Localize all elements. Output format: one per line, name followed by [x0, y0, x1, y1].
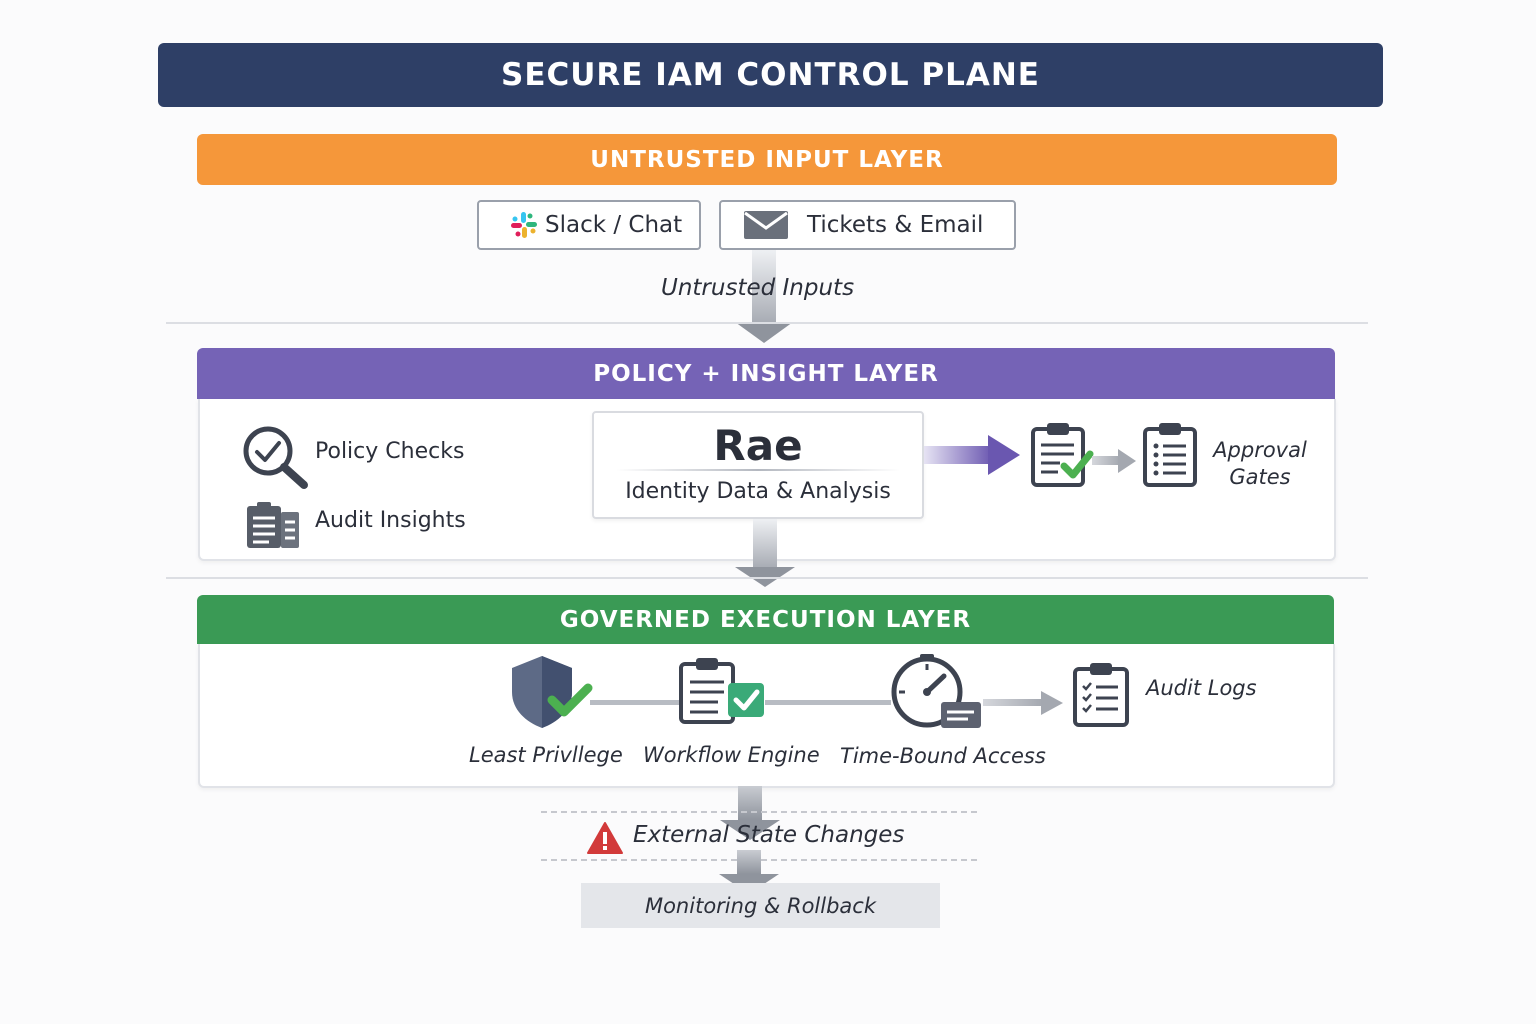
clipboard-list-icon: [1143, 423, 1197, 487]
audit-insights-label: Audit Insights: [315, 508, 466, 533]
checklist-icon: [1073, 663, 1129, 727]
time-bound-access-label: Time-Bound Access: [840, 744, 1046, 768]
rae-subtitle: Identity Data & Analysis: [625, 479, 891, 504]
rae-engine-card: Rae Identity Data & Analysis: [592, 411, 924, 519]
envelope-icon: [743, 210, 789, 240]
rae-divider: [616, 469, 900, 471]
approval-gates-line1: Approval: [1213, 438, 1307, 462]
clipboard-check-icon: [1031, 423, 1094, 487]
policy-insight-layer-header: POLICY + INSIGHT LAYER: [197, 348, 1335, 399]
section-divider: [166, 322, 1368, 324]
slack-chat-input[interactable]: Slack / Chat: [477, 200, 701, 250]
slack-icon: [509, 210, 539, 240]
dashed-divider: [541, 811, 977, 813]
flow-arrow-right-small: [983, 691, 1063, 715]
tickets-email-input[interactable]: Tickets & Email: [719, 200, 1016, 250]
external-state-changes-label: External State Changes: [633, 822, 905, 848]
least-privilege-label: Least Privllege: [469, 743, 623, 767]
report-icon: [247, 502, 299, 548]
monitoring-rollback-box: Monitoring & Rollback: [581, 883, 940, 928]
flow-arrow-right-small: [1092, 449, 1136, 473]
magnifier-check-icon: [243, 426, 308, 489]
warning-icon: [587, 822, 623, 854]
stopwatch-icon: [891, 654, 981, 728]
audit-logs-label: Audit Logs: [1146, 676, 1257, 700]
approval-gates-label: Approval Gates: [1212, 437, 1308, 491]
governed-execution-layer-header: GOVERNED EXECUTION LAYER: [197, 595, 1334, 644]
governed-execution-panel: [198, 644, 1335, 788]
shield-check-icon: [512, 656, 593, 728]
flow-arrow-down: [735, 250, 793, 343]
page-title: SECURE IAM CONTROL PLANE: [158, 43, 1383, 107]
untrusted-inputs-label: Untrusted Inputs: [661, 275, 855, 301]
tickets-email-label: Tickets & Email: [807, 212, 984, 238]
flow-arrow-down: [720, 786, 780, 840]
approval-gates-line2: Gates: [1229, 465, 1291, 489]
workflow-engine-label: Workflow Engine: [643, 743, 820, 767]
section-divider: [166, 577, 1368, 579]
policy-checks-label: Policy Checks: [315, 439, 465, 464]
clipboard-check-icon: [679, 658, 764, 724]
step-connector: [765, 700, 891, 705]
step-connector: [590, 700, 682, 705]
rae-name: Rae: [713, 421, 803, 470]
flow-arrow-right-purple: [924, 435, 1020, 475]
untrusted-input-layer-header: UNTRUSTED INPUT LAYER: [197, 134, 1337, 185]
slack-chat-label: Slack / Chat: [545, 212, 683, 238]
